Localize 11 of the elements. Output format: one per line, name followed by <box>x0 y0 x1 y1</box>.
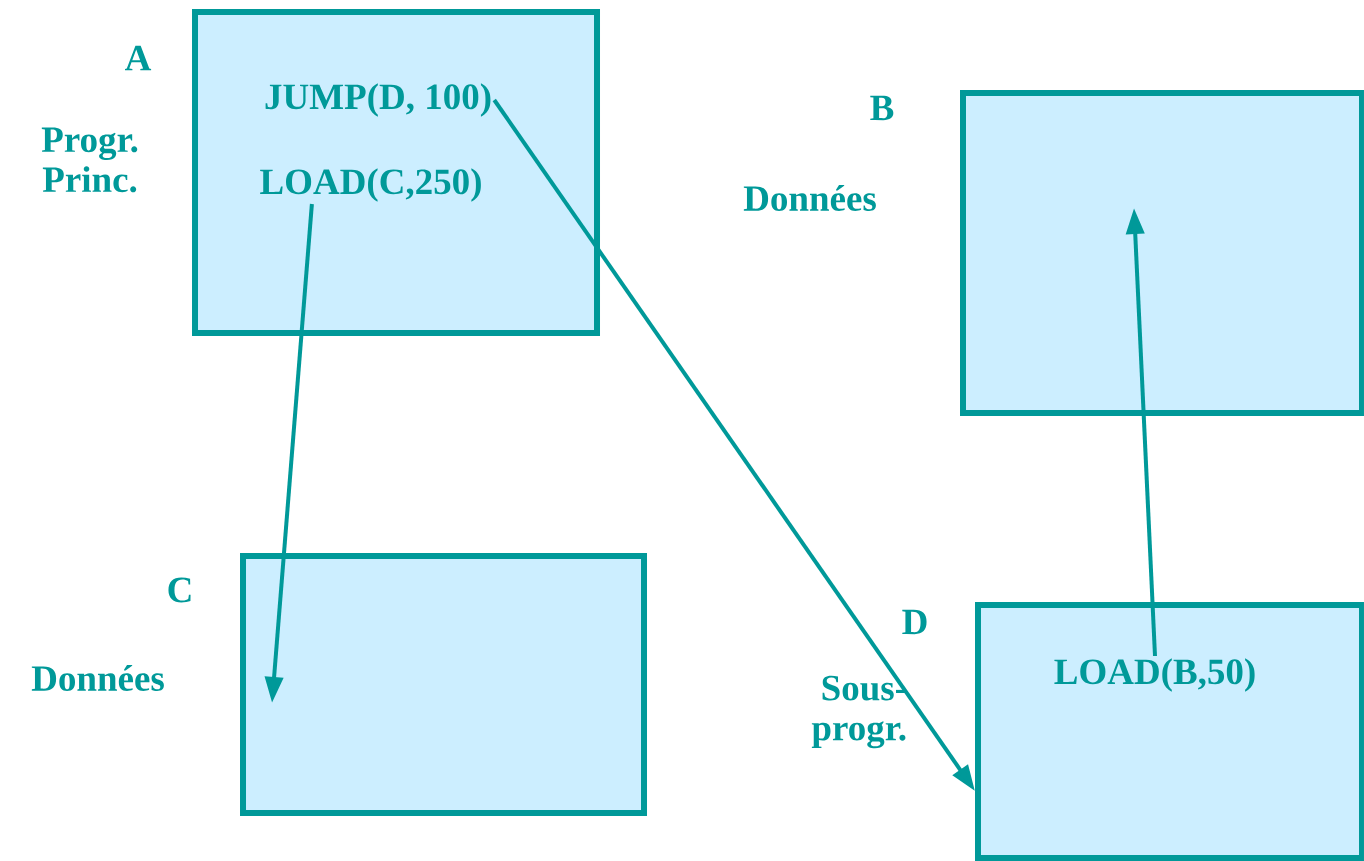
segment-letter: B <box>870 95 894 121</box>
instruction-text: LOAD(B,50) <box>1054 658 1255 692</box>
segment-label: Sous-progr. <box>811 675 906 749</box>
instruction-text: LOAD(C,250) <box>260 168 481 202</box>
segment-label: Données <box>31 664 164 692</box>
segment-letter: C <box>168 577 191 603</box>
segment-letter: A <box>125 45 152 71</box>
segment-label: Progr. Princ. <box>41 127 138 193</box>
segment-label: Données <box>743 184 876 212</box>
segment-letter: D <box>902 609 927 635</box>
instruction-text: JUMP(D, 100) <box>265 83 491 117</box>
